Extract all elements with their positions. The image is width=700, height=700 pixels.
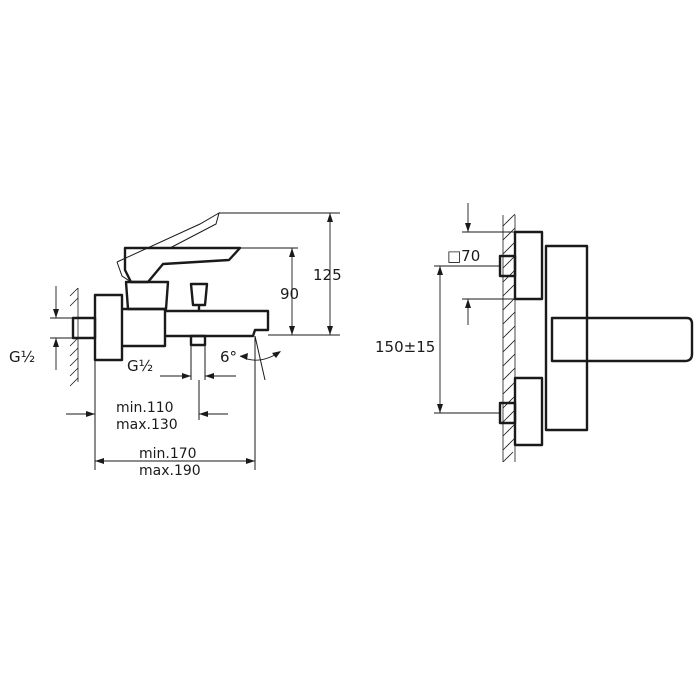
- dim-90: 90: [240, 247, 299, 335]
- outlet-stub: [189, 334, 207, 347]
- upper-flange: [513, 230, 544, 301]
- side-view: 125 90 G½ G½: [9, 211, 342, 479]
- dim-label-125: 125: [313, 266, 342, 284]
- dim-125: 125: [268, 213, 342, 336]
- front-view: □70 150±15: [375, 203, 694, 463]
- dim-outlet-distance: min.110 max.130: [66, 360, 228, 470]
- dim-label-90: 90: [280, 285, 299, 303]
- dim-flange-size: □70: [447, 203, 515, 325]
- lower-nut: [498, 401, 517, 425]
- mixer-body: [122, 307, 167, 348]
- centre-distance-label: 150±15: [375, 338, 435, 356]
- wall-hatch-side: [69, 287, 79, 387]
- lever-handle: [123, 246, 242, 284]
- outlet-max-label: max.130: [116, 417, 178, 433]
- cartridge-housing: [124, 280, 170, 311]
- diverter-knob: [189, 282, 209, 307]
- lower-flange: [513, 376, 544, 447]
- thread-label-outlet: G½: [127, 357, 153, 375]
- dim-angle: 6°: [220, 335, 281, 382]
- dim-spout-distance: min.170 max.190: [95, 382, 256, 479]
- spout-min-label: min.170: [139, 446, 197, 462]
- thread-label-wall: G½: [9, 348, 35, 366]
- wall-flange: [93, 293, 124, 362]
- wall-hatch-front: [502, 213, 516, 463]
- spout-max-label: max.190: [139, 463, 201, 479]
- front-body: [544, 244, 589, 432]
- angle-label: 6°: [220, 348, 237, 366]
- dim-centre-distance: 150±15: [375, 265, 500, 414]
- outlet-min-label: min.110: [116, 400, 174, 416]
- wall-connector: [71, 316, 97, 340]
- dim-thread-outlet: G½: [127, 345, 236, 380]
- dim-thread-wall: G½: [9, 286, 73, 370]
- flange-size-label: □70: [447, 247, 480, 265]
- spout: [165, 309, 270, 338]
- front-lever: [550, 316, 694, 363]
- upper-nut: [498, 254, 517, 278]
